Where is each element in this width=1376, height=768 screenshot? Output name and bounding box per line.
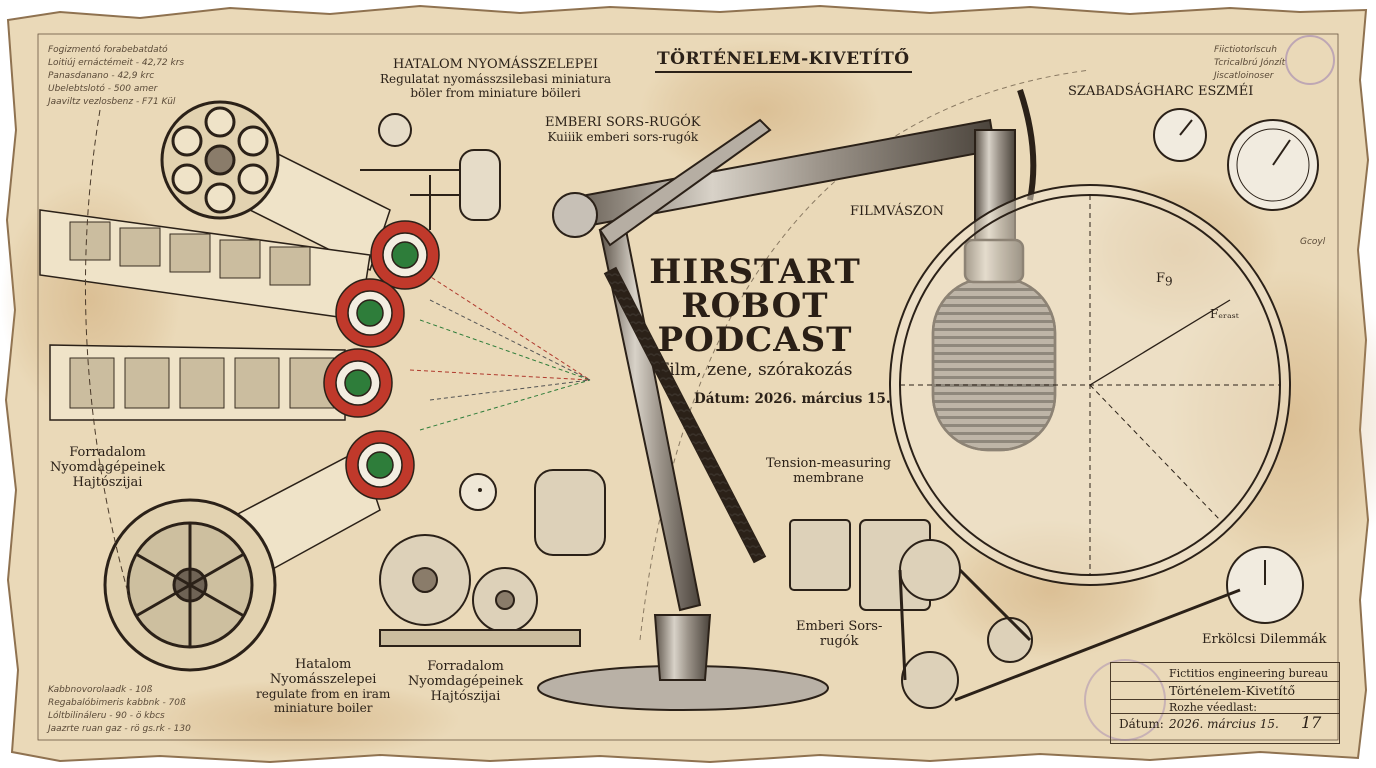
label-hatalom-bottom: Hatalom Nyomásszelepei regulate from en … — [256, 657, 391, 715]
label-sors-top: EMBERI SORS-RUGÓK Kuiiik emberi sors-rug… — [545, 115, 701, 145]
label-sors-bottom-1: Emberi Sors- — [796, 619, 883, 634]
pressure-gauges — [478, 108, 1319, 624]
film-reel-top — [160, 100, 280, 220]
title-block-date-value: 2026. március 15. — [1169, 717, 1279, 731]
label-sors-bottom-2: rugók — [819, 633, 859, 649]
label-hatalom-bottom-4: miniature boiler — [273, 700, 373, 715]
label-szabadsag: SZABADSÁGHARC ESZMÉI — [1068, 84, 1254, 99]
note-tl-2: Panasdanano - 42,9 krc — [48, 71, 155, 81]
label-force-f-main: F — [1156, 271, 1166, 286]
notes-top-left: Fogizmentó forabebatdató Loitiúj ernácté… — [48, 44, 184, 109]
projection-rays — [409, 269, 591, 431]
note-bl-1: Regabalóbimeris kabbnk - 70ß — [48, 698, 186, 708]
film-screen — [889, 184, 1291, 586]
belt-mechanism — [789, 519, 1241, 709]
title-block-field-label: Rozhe véedlast: — [1169, 701, 1257, 714]
notes-bottom-left: Kabbnovorolaadk - 10ß Regabalóbimeris ka… — [48, 684, 191, 736]
label-hatalom-top-1: HATALOM NYOMÁSSZELEPEI — [393, 57, 599, 72]
label-force-f: F9 — [1156, 271, 1173, 289]
notes-top-right: Fiictiotorlscuh Tcricalbrú Jónzít Jiscat… — [1214, 44, 1285, 83]
note-tl-4: Jaaviltz vezlosbenz - F71 Kül — [48, 97, 176, 107]
title-block-bureau: Fictitios engineering bureau — [1169, 667, 1329, 680]
show-title-line-2: ROBOT — [681, 286, 829, 326]
note-tr-0: Fiictiotorlscuh — [1214, 45, 1277, 55]
poster-date: Dátum: 2026. március 15. — [694, 391, 891, 407]
note-tl-1: Loitiúj ernáctémeit - 42,72 krs — [48, 58, 185, 68]
label-forradalom-bottom-1: Forradalom — [427, 659, 504, 674]
boiler-top — [360, 113, 501, 230]
label-hatalom-bottom-3: regulate from en iram — [256, 686, 391, 701]
label-sors-top-1: EMBERI SORS-RUGÓK — [545, 115, 701, 130]
note-tl-3: Ubelebtslotó - 500 amer — [48, 84, 158, 94]
printing-press — [379, 469, 606, 647]
label-filmvaszon: FILMVÁSZON — [850, 204, 944, 219]
label-forradalom-left: Forradalom Nyomdagépeinek Hajtószijai — [50, 445, 166, 491]
show-title-line-3: PODCAST — [657, 320, 853, 360]
show-title-line-1: HIRSTART — [649, 252, 861, 292]
title-block-date-label: Dátum: — [1119, 717, 1164, 731]
note-tr-1: Tcricalbrú Jónzít — [1214, 58, 1286, 68]
note-tl-0: Fogizmentó forabebatdató — [48, 45, 168, 55]
label-forradalom-bottom-2: Nyomdagépeinek — [408, 673, 524, 689]
title-block: Fictitios engineering bureau Történelem-… — [1110, 662, 1340, 744]
label-sors-top-2: Kuiiik emberi sors-rugók — [547, 129, 699, 144]
label-forradalom-bottom-3: Hajtószijai — [430, 688, 501, 704]
label-forradalom-left-2: Nyomdagépeinek — [50, 459, 166, 475]
label-force-erast: Fₑᵣₐₛₜ — [1210, 307, 1239, 321]
note-gauge-side: Gcoyl — [1300, 237, 1326, 247]
label-tension: Tension-measuring membrane — [766, 456, 892, 487]
desk-lamp-arm — [537, 89, 1037, 711]
film-reel-bottom — [103, 498, 277, 672]
label-tension-1: Tension-measuring — [766, 456, 892, 471]
label-hatalom-top: HATALOM NYOMÁSSZELEPEI Regulatat nyomáss… — [380, 57, 612, 101]
title-block-sheet-no: 17 — [1301, 713, 1322, 732]
label-forradalom-left-3: Hajtószijai — [72, 474, 143, 490]
show-subtitle: Film, zene, szórakozás — [657, 360, 853, 380]
label-tension-2: membrane — [793, 470, 864, 486]
note-bl-0: Kabbnovorolaadk - 10ß — [48, 685, 153, 695]
label-forradalom-left-1: Forradalom — [69, 445, 146, 460]
label-forradalom-bottom: Forradalom Nyomdagépeinek Hajtószijai — [408, 659, 524, 705]
poster-header: TÖRTÉNELEM-KIVETÍTŐ — [655, 49, 912, 73]
cockade-lenses — [323, 220, 440, 500]
label-sors-bottom: Emberi Sors- rugók — [796, 619, 883, 650]
note-bl-3: Jaazrte ruan gaz - rö gs.rk - 130 — [48, 724, 191, 734]
show-title-block: HIRSTART ROBOT PODCAST Film, zene, szóra… — [640, 255, 870, 381]
label-hatalom-bottom-2: Nyomásszelepei — [269, 671, 377, 687]
title-block-name: Történelem-Kivetítő — [1169, 683, 1296, 698]
label-hatalom-top-2: Regulatat nyomásszsilebasi miniatura — [380, 71, 612, 86]
note-tr-2: Jiscatloinoser — [1214, 71, 1274, 81]
label-erkolcsi: Erkölcsi Dilemmák — [1202, 632, 1327, 647]
label-force-f-sub: 9 — [1165, 274, 1173, 289]
label-hatalom-bottom-1: Hatalom — [294, 657, 352, 672]
label-hatalom-top-3: böler from miniature böileri — [410, 85, 581, 100]
note-bl-2: Lóltbilináleru - 90 - ö kbcs — [48, 711, 165, 721]
